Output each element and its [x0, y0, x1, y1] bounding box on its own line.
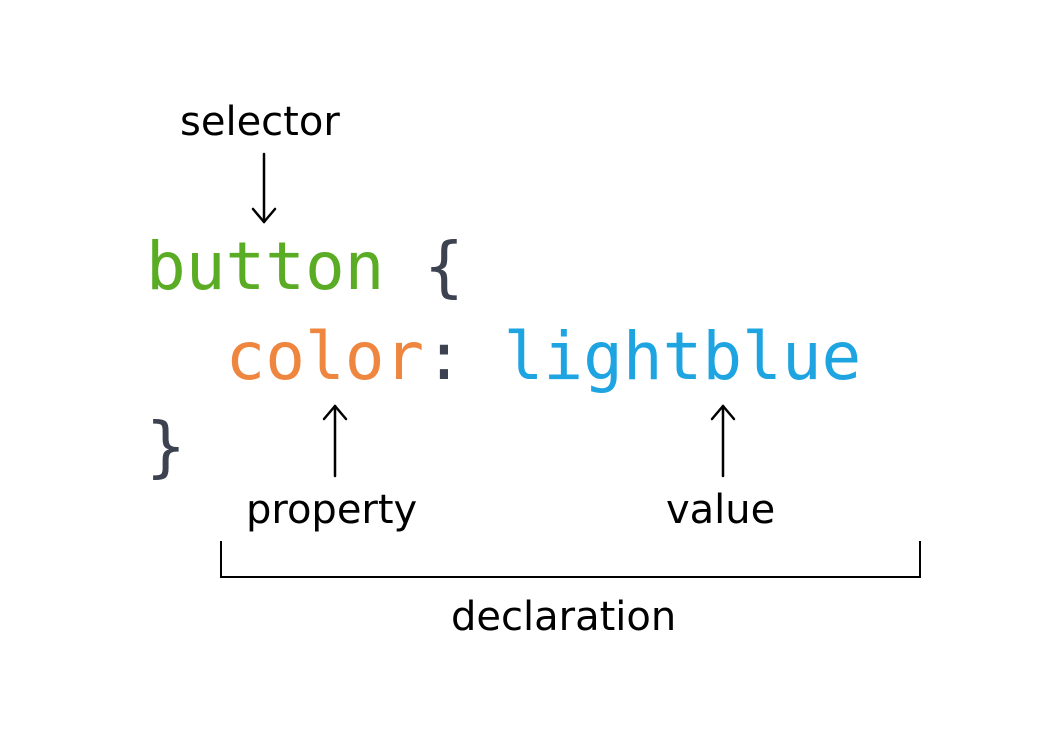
code-colon: :	[424, 318, 464, 395]
value-label: value	[666, 487, 776, 533]
declaration-label: declaration	[451, 594, 677, 640]
code-selector: button	[146, 228, 385, 305]
property-label: property	[246, 487, 418, 533]
value-arrow	[710, 404, 736, 478]
code-line-selector: button {	[146, 234, 464, 300]
code-line-declaration: color: lightblue	[146, 324, 861, 390]
code-line-close: }	[146, 414, 186, 480]
code-open-brace: {	[424, 228, 464, 305]
code-value: lightblue	[503, 318, 862, 395]
code-property: color	[225, 318, 425, 395]
declaration-bracket	[220, 541, 921, 578]
selector-arrow	[251, 152, 277, 224]
selector-label: selector	[180, 99, 340, 145]
property-arrow	[322, 404, 348, 478]
code-close-brace: }	[146, 408, 186, 485]
